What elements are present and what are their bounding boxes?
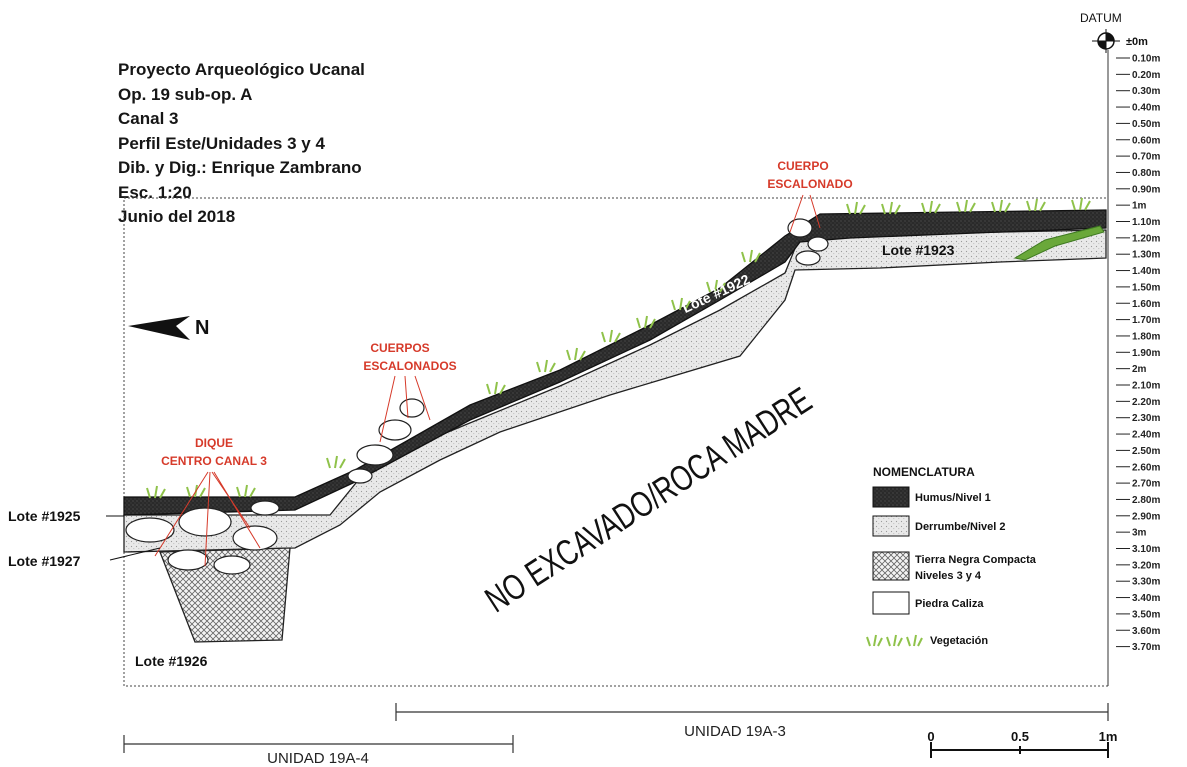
north-label: N [195, 317, 209, 339]
legend-label-derrumbe: Derrumbe/Nivel 2 [915, 521, 1005, 533]
cuerpos-escalonados-stones [347, 398, 425, 484]
scale-label-half: 0.5 [1011, 729, 1029, 744]
legend-label-tierra-negra: Tierra Negra Compacta [915, 554, 1037, 566]
legend-label-vegetacion: Vegetación [930, 635, 988, 647]
datum-zero: ±0m [1126, 36, 1148, 48]
depth-tick-label: 3.10m [1132, 544, 1160, 555]
title-profile: Perfil Este/Unidades 3 y 4 [118, 133, 325, 153]
depth-tick-label: 0.40m [1132, 103, 1160, 114]
depth-tick-label: 2.10m [1132, 381, 1160, 392]
depth-tick-label: 3.40m [1132, 593, 1160, 604]
humus-layer [123, 209, 1107, 516]
depth-tick-label: 1m [1132, 201, 1147, 212]
title-date: Junio del 2018 [118, 207, 236, 226]
depth-tick-label: 1.40m [1132, 266, 1160, 277]
green-band [1013, 225, 1105, 261]
depth-tick-label: 3.20m [1132, 560, 1160, 571]
depth-tick-label: 1.50m [1132, 282, 1160, 293]
legend-swatch-tierra-negra [872, 551, 910, 581]
legend-swatch-humus [872, 486, 910, 508]
depth-tick-label: 2.40m [1132, 430, 1160, 441]
legend-swatch-derrumbe [872, 515, 910, 537]
depth-tick-label: 1.30m [1132, 250, 1160, 261]
depth-tick-label: 2.80m [1132, 495, 1160, 506]
depth-tick-label: 2.50m [1132, 446, 1160, 457]
depth-tick-label: 3m [1132, 528, 1147, 539]
depth-tick-label: 0.50m [1132, 119, 1160, 130]
depth-tick-label: 0.60m [1132, 135, 1160, 146]
depth-tick-label: 1.20m [1132, 233, 1160, 244]
annotation-cuerpos-line2: ESCALONADOS [363, 359, 456, 373]
unit-19a3-bracket [395, 703, 1109, 721]
title-operation: Op. 19 sub-op. A [118, 84, 253, 104]
north-arrow-icon [128, 316, 190, 340]
derrumbe-layer [123, 229, 1107, 553]
depth-tick-label: 1.80m [1132, 331, 1160, 342]
datum-symbol: DATUM ±0m [1080, 11, 1148, 53]
depth-tick-label: 0.80m [1132, 168, 1160, 179]
depth-tick-label: 3.70m [1132, 642, 1160, 653]
title-project: Proyecto Arqueológico Ucanal [118, 60, 365, 79]
legend-label-tierra-negra-2: Niveles 3 y 4 [915, 570, 982, 582]
depth-tick-label: 1.90m [1132, 348, 1160, 359]
lote-1926: Lote #1926 [135, 653, 208, 669]
depth-tick-label: 3.50m [1132, 609, 1160, 620]
datum-label: DATUM [1080, 11, 1122, 25]
leader-cuerpos-escalonados [379, 375, 431, 443]
annotation-dique: DIQUE CENTRO CANAL 3 [161, 436, 267, 468]
depth-tick-label: 0.20m [1132, 70, 1160, 81]
legend-swatch-piedra-caliza [872, 591, 910, 615]
depth-tick-label: 2.20m [1132, 397, 1160, 408]
legend: NOMENCLATURA Humus/Nivel 1 Derrumbe/Nive… [866, 465, 1037, 647]
depth-tick-label: 2.90m [1132, 511, 1160, 522]
annotation-cuerpo-line1: CUERPO [777, 159, 828, 173]
depth-tick-label: 1.10m [1132, 217, 1160, 228]
depth-tick-label: 3.60m [1132, 626, 1160, 637]
legend-label-humus: Humus/Nivel 1 [915, 492, 991, 504]
annotation-dique-line1: DIQUE [195, 436, 233, 450]
scale-label-1m: 1m [1099, 729, 1118, 744]
scale-label-0: 0 [927, 729, 934, 744]
lote-1925: Lote #1925 [8, 508, 81, 524]
depth-tick-label: 2m [1132, 364, 1147, 375]
legend-label-piedra-caliza: Piedra Caliza [915, 598, 984, 610]
legend-title: NOMENCLATURA [873, 465, 975, 479]
annotation-dique-line2: CENTRO CANAL 3 [161, 454, 267, 468]
lote-1923: Lote #1923 [882, 242, 955, 258]
vegetation-icon [866, 634, 923, 647]
title-canal: Canal 3 [118, 109, 179, 128]
north-arrow: N [128, 316, 209, 340]
cuerpo-escalonado-stones [787, 218, 829, 266]
annotation-cuerpo-escalonado: CUERPO ESCALONADO [767, 159, 852, 191]
depth-tick-label: 0.30m [1132, 86, 1160, 97]
unit-19a4-bracket [123, 735, 514, 753]
depth-tick-label: 3.30m [1132, 577, 1160, 588]
dique-stones [125, 500, 280, 575]
leader-cuerpo-escalonado [789, 194, 821, 233]
lote-1927-leader [109, 547, 161, 561]
lote-1927: Lote #1927 [8, 553, 81, 569]
unit-19a3-label: UNIDAD 19A-3 [684, 723, 786, 740]
annotation-cuerpos-line1: CUERPOS [370, 341, 429, 355]
leader-dique [154, 471, 261, 567]
depth-tick-label: 2.60m [1132, 462, 1160, 473]
depth-ticks: 0.10m 0.20m 0.30m 0.40m 0.50m 0.60m 0.70m 0.80m… [1116, 54, 1160, 653]
title-block: Proyecto Arqueológico Ucanal Op. 19 sub-… [118, 58, 365, 230]
depth-tick-label: 0.10m [1132, 54, 1160, 65]
scale-bar [930, 742, 1109, 758]
depth-tick-label: 2.30m [1132, 413, 1160, 424]
title-author: Dib. y Dig.: Enrique Zambrano [118, 158, 362, 177]
annotation-cuerpos-escalonados: CUERPOS ESCALONADOS [363, 341, 456, 373]
depth-tick-label: 2.70m [1132, 479, 1160, 490]
depth-tick-label: 0.70m [1132, 152, 1160, 163]
unit-19a4-label: UNIDAD 19A-4 [267, 750, 369, 767]
depth-tick-label: 0.90m [1132, 184, 1160, 195]
title-scale: Esc. 1:20 [118, 182, 192, 202]
depth-tick-label: 1.70m [1132, 315, 1160, 326]
annotation-cuerpo-line2: ESCALONADO [767, 177, 852, 191]
vegetation-line [146, 197, 1091, 499]
depth-tick-label: 1.60m [1132, 299, 1160, 310]
